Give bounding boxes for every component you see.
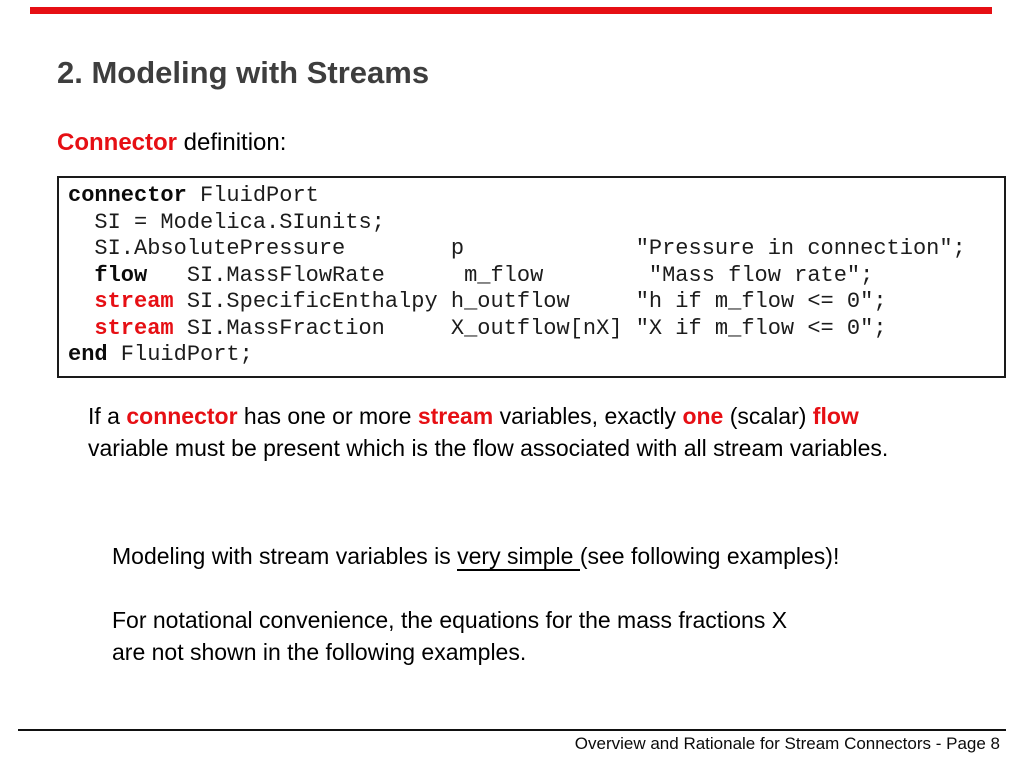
connector-definition-label: Connector definition: (57, 129, 287, 156)
stream-rule-paragraph: If a connector has one or more stream va… (88, 403, 889, 461)
footer-divider-line (18, 729, 1006, 731)
footer-page-label: Overview and Rationale for Stream Connec… (574, 734, 1000, 753)
notational-convenience-note: For notational convenience, the equation… (112, 607, 788, 665)
slide-title: 2. Modeling with Streams (57, 55, 430, 90)
connector-code-block: connector FluidPort SI = Modelica.SIunit… (57, 176, 1006, 378)
modeling-simple-note: Modeling with stream variables is very s… (112, 543, 840, 571)
slide-top-red-bar (30, 7, 992, 14)
